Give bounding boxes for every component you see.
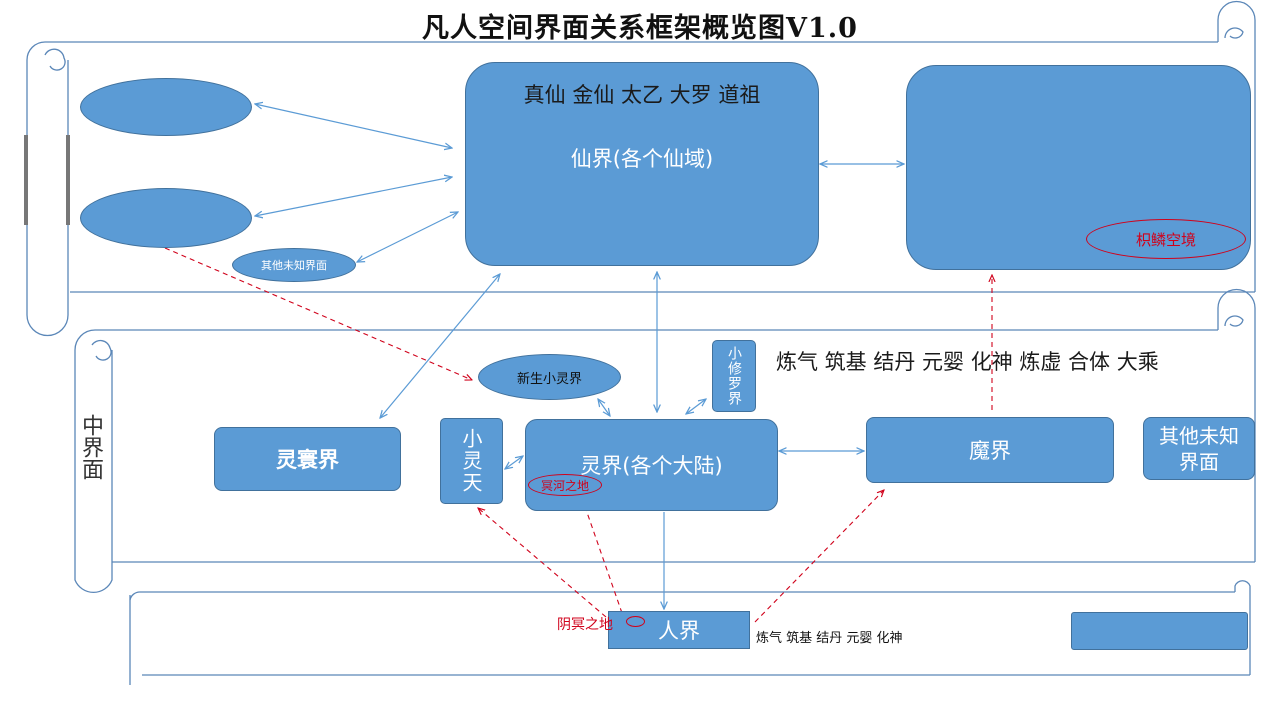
middle-realm-scroll: [74, 288, 1256, 593]
middle-realm-side-label: 中界面: [78, 414, 103, 480]
immortal-realm-node: 真仙 金仙 太乙 大罗 道祖 仙界(各个仙域): [465, 62, 819, 266]
lower-right-node: [1071, 612, 1248, 650]
linghuan-realm-label: 灵寰界: [276, 448, 339, 472]
spirit-realm-label: 灵界(各个大陆): [580, 454, 723, 478]
unknown-realm-oval-1: [80, 78, 252, 136]
diagram-title: 凡人空间界面关系框架概览图V1.0: [422, 13, 858, 44]
lower-red-label: 阴冥之地: [557, 617, 613, 633]
red-marked-oval-lower: [626, 616, 645, 627]
middle-ranks: 炼气 筑基 结丹 元婴 化神 炼虚 合体 大乘: [776, 350, 1159, 374]
red-label-middle: 冥河之地: [540, 478, 589, 493]
small-asura-realm-node: 小修罗界: [712, 340, 756, 412]
upper-other-unknown-label: 其他未知界面: [261, 259, 327, 272]
immortal-ranks: 真仙 金仙 太乙 大罗 道祖: [523, 83, 761, 107]
red-marked-oval-middle: 冥河之地: [528, 474, 602, 496]
middle-other-unknown-label: 其他未知界面: [1159, 423, 1239, 474]
spirit-realm-node: 灵界(各个大陆): [525, 419, 778, 511]
immortal-realm-label: 仙界(各个仙域): [570, 147, 714, 171]
linghuan-realm-node: 灵寰界: [214, 427, 401, 491]
small-asura-realm-label: 小修罗界: [726, 346, 742, 406]
human-ranks: 炼气 筑基 结丹 元婴 化神: [756, 631, 903, 646]
upper-other-unknown-node: 其他未知界面: [232, 248, 356, 282]
small-lingtian-label: 小灵天: [459, 428, 483, 494]
new-small-realm-node: 新生小灵界: [478, 354, 621, 400]
red-marked-oval-upper: 枳鳞空境: [1086, 219, 1246, 259]
red-label-upper: 枳鳞空境: [1135, 230, 1196, 249]
unknown-realm-oval-2: [80, 188, 252, 248]
new-small-realm-label: 新生小灵界: [516, 371, 582, 387]
demon-realm-node: 魔界: [866, 417, 1114, 483]
human-realm-label: 人界: [658, 619, 700, 643]
lower-realm-scroll: [129, 580, 1251, 685]
demon-realm-label: 魔界: [969, 439, 1011, 463]
small-lingtian-node: 小灵天: [440, 418, 503, 504]
middle-other-unknown-node: 其他未知界面: [1143, 417, 1255, 480]
